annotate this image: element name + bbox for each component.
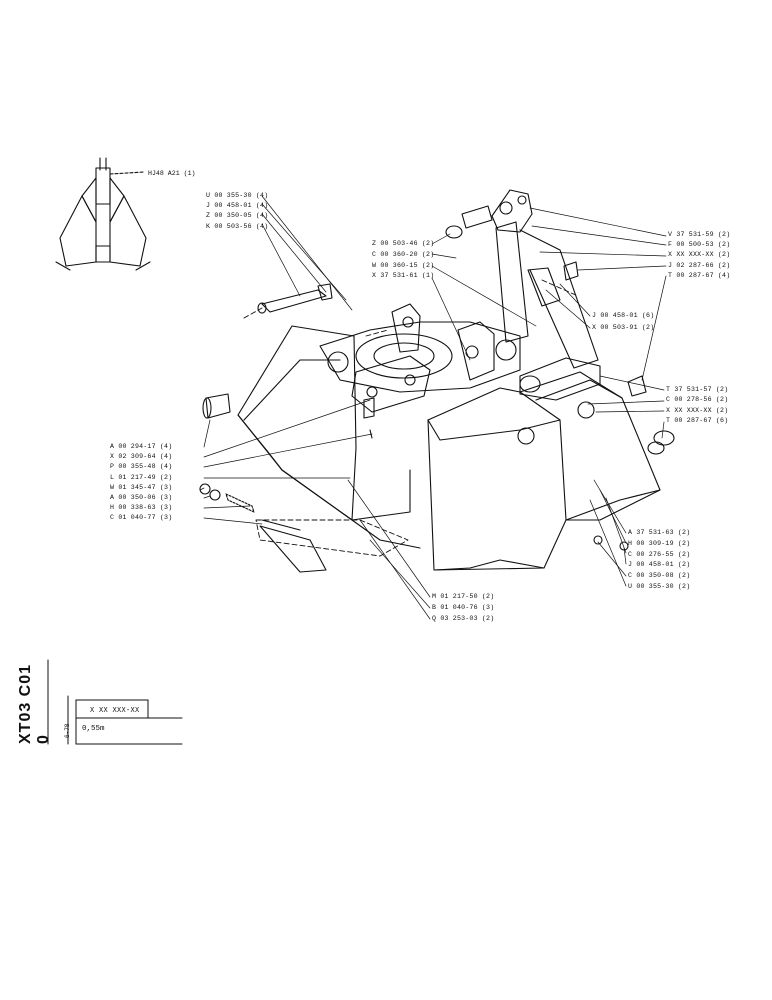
title-block-frame (47, 659, 183, 745)
table-code: X XX XXX-XX (90, 707, 140, 715)
part-callout: A 00 350-06 (3) (110, 494, 173, 501)
part-callout: J 00 458-01 (6) (592, 312, 655, 319)
part-callout: U 00 355-30 (4) (206, 192, 269, 199)
part-callout: Z 00 503-46 (2) (372, 240, 435, 247)
part-callout: T 00 287-67 (4) (668, 271, 731, 279)
part-callout: T 00 287-67 (6) (666, 417, 729, 425)
part-callout: J 02 287-66 (2) (668, 261, 731, 269)
inset-grab-icon (55, 157, 151, 271)
part-callout: A 37 531-63 (2) (628, 529, 691, 536)
bucket-capacity: 0,55m (82, 725, 105, 733)
part-callout: J 00 458-01 (2) (628, 561, 691, 569)
right-cross-bar (519, 357, 601, 401)
right-bucket-shell (427, 371, 661, 571)
part-callout: C 00 350-08 (2) (628, 572, 691, 580)
part-callout: M 01 217-50 (2) (432, 593, 495, 600)
part-callout: H 00 309-19 (2) (628, 539, 691, 547)
dashed-assembly-lines (243, 279, 579, 557)
part-callout: Z 00 350-05 (4) (206, 212, 269, 220)
part-callout: F 00 500-53 (2) (668, 241, 731, 249)
part-callout: K 00 503-56 (4) (206, 222, 269, 230)
part-callout: C 00 360-20 (2) (372, 250, 435, 258)
link-plate (351, 355, 431, 413)
leader-lines (199, 195, 667, 620)
drawing-reference-code: XT03 C01 0 (17, 663, 52, 744)
part-callout: C 00 278-56 (2) (666, 396, 729, 404)
part-callout: C 00 276-55 (2) (628, 550, 691, 558)
part-callout: B 01 040-76 (3) (432, 604, 495, 611)
left-bucket-shell (237, 325, 421, 549)
part-callout: X XX XXX-XX (2) (668, 251, 731, 259)
part-callout: A 00 294-17 (4) (110, 443, 173, 450)
part-callout: T 37 531-57 (2) (666, 386, 729, 393)
part-callout: L 01 217-49 (2) (110, 473, 173, 481)
inset-callout: HJ48 A21 (1) (148, 170, 196, 177)
part-callout: H 00 338-63 (3) (110, 504, 173, 512)
revision-note: 6-78 (64, 723, 71, 738)
part-callout: Q 03 253-03 (2) (432, 615, 495, 622)
part-callout: J 00 458-01 (4) (206, 202, 269, 210)
part-callout: X XX XXX-XX (2) (666, 406, 729, 414)
part-callout: W 01 345-47 (3) (110, 483, 173, 491)
central-yoke (319, 303, 521, 393)
part-callout: W 00 360-15 (2) (372, 261, 435, 269)
part-callout: U 00 355-30 (2) (628, 583, 691, 590)
upper-linkage (445, 189, 599, 369)
part-callout: X 00 503-91 (2) (592, 323, 655, 331)
loose-parts (199, 261, 675, 573)
part-callout: V 37 531-59 (2) (668, 231, 731, 238)
part-callout: P 00 355-48 (4) (110, 463, 173, 471)
part-callout: X 37 531-61 (1) (372, 272, 435, 280)
part-callout: C 01 040-77 (3) (110, 514, 173, 522)
part-callout: X 02 309-64 (4) (110, 453, 173, 461)
